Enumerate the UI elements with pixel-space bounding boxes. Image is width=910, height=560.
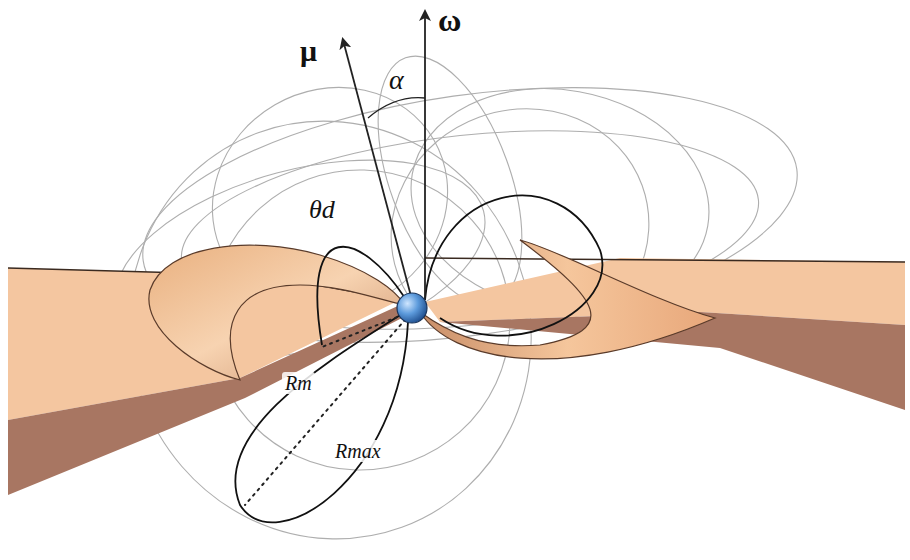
radius-label: Rmax: [332, 440, 384, 462]
angle-label: θd: [306, 196, 338, 224]
radius-label: Rm: [282, 372, 315, 394]
angle-label: α: [389, 66, 404, 94]
vector-label: ω: [438, 4, 461, 36]
vector-label: μ: [300, 36, 317, 66]
